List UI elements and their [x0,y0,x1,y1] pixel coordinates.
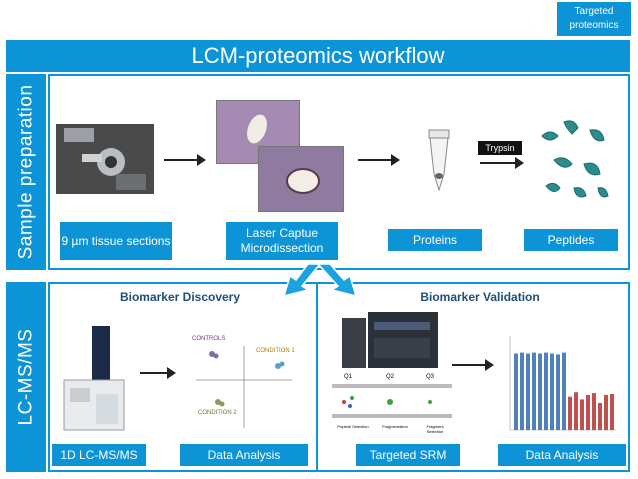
sample-prep-label-text: Sample preparation [15,84,37,260]
bar [598,403,602,430]
pca-plot: CONTROLS CONDITION 1 CONDITION 2 [188,332,300,432]
q1-label: Q1 [344,374,353,380]
arrow-to-discovery-analysis [140,367,176,379]
peptides-image [534,116,620,212]
bar [574,392,578,430]
mass-spectrometer-drawing [63,326,125,431]
section-divider [316,284,318,470]
workflow-title: LCM-proteomics workflow [6,40,630,72]
lcm-step: Laser Captue Microdissection [226,222,338,260]
bar [550,353,554,430]
bar [586,394,590,430]
microtome-drawing [56,124,154,194]
pca-plot-axes [196,346,292,428]
arrow-to-proteins [358,154,400,166]
targeted-proteomics-tag: Targeted proteomics [557,2,631,36]
trypsin-label: Trypsin [478,141,522,155]
condition1-cluster [275,363,281,369]
tissue-sections-step: 9 µm tissue sections [60,222,172,260]
bar [520,352,524,430]
proteins-step: Proteins [388,229,482,251]
bar [562,352,566,430]
srm-instrument-image [340,308,440,372]
arrow-to-validation-analysis [452,359,494,371]
tissue-slide-2 [259,147,343,211]
bar [568,396,572,430]
biomarker-validation-heading: Biomarker Validation [420,290,540,304]
validation-data-analysis-step: Data Analysis [498,444,626,466]
tube-drawing [428,129,450,192]
peptides-step: Peptides [524,229,618,251]
split-arrows [282,263,358,298]
arrow-to-peptides [480,157,524,169]
split-arrow-right [316,263,358,298]
lcms-step: 1D LC-MS/MS [52,444,146,466]
bar [556,354,560,430]
condition2-label: CONDITION 2 [198,410,237,416]
lcms-side-label: LC-MS/MS [6,282,46,472]
controls-cluster [209,351,215,357]
srm-bar-chart [509,336,616,431]
q3-label: Q3 [426,374,435,380]
biomarker-discovery-heading: Biomarker Discovery [119,290,241,304]
lcms-label-text: LC-MS/MS [15,328,36,426]
controls-label: CONTROLS [192,336,226,342]
bar-series [514,352,614,430]
tissue-image-2 [258,146,344,212]
fragment-selection-label: Fragment Selection [426,424,444,434]
bar [604,394,608,430]
sample-prep-side-label: Sample preparation [6,74,46,270]
bar [592,393,596,430]
tube-icon [424,128,454,194]
quadrupole-drawing [332,384,452,418]
bar [610,394,614,430]
targeted-srm-step: Targeted SRM [356,444,460,466]
condition2-cluster [215,399,221,405]
srm-instrument-drawing [342,312,438,368]
bar [544,352,548,430]
arrow-to-lcm [164,154,206,166]
fragmentation-label: Fragmentation [382,424,408,429]
peptide-selection-label: Peptide Selection [337,424,369,429]
peptides-drawing [541,120,609,198]
discovery-data-analysis-step: Data Analysis [180,444,308,466]
condition1-label: CONDITION 1 [256,348,295,354]
split-arrow-left [282,263,322,298]
microtome-image [56,124,154,194]
bar [532,352,536,430]
bar [580,399,584,430]
bar [538,353,542,430]
bar [514,353,518,430]
bar [526,353,530,430]
quadrupole-schematic: Q1 Q2 Q3 Peptide Selection Fragmentation… [330,374,454,438]
q2-label: Q2 [386,374,395,380]
mass-spectrometer-image [56,324,130,436]
